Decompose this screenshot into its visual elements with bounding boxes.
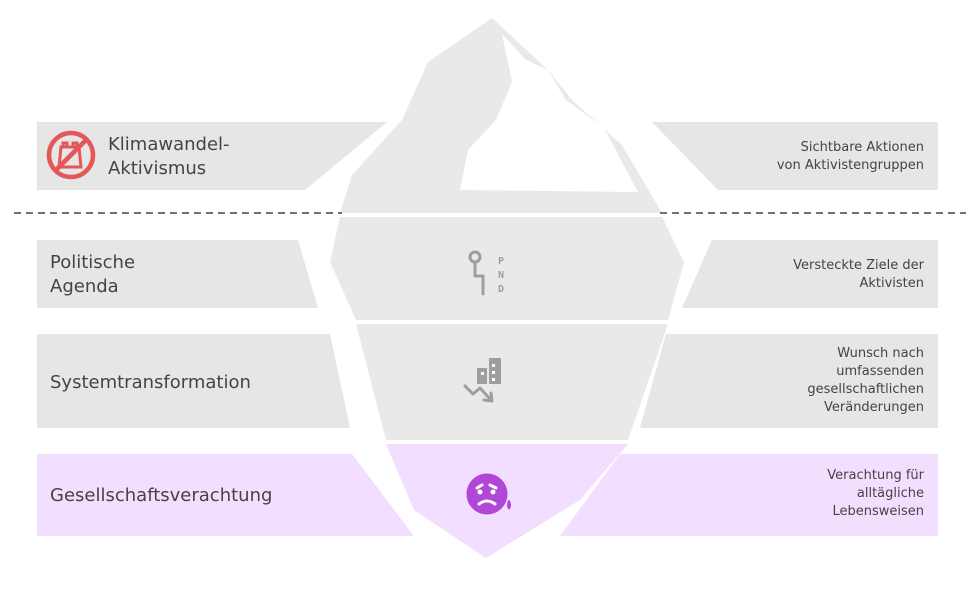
iceberg-system xyxy=(356,324,668,440)
band-left-visible xyxy=(37,122,387,190)
level-2-left-label: Politische Agenda xyxy=(50,252,136,297)
iceberg-tip-snow xyxy=(460,34,638,192)
band-right-system xyxy=(640,334,938,428)
level-1-left-label: Klimawandel- Aktivismus xyxy=(108,134,230,179)
iceberg-contempt xyxy=(386,444,628,558)
declining-buildings-icon xyxy=(463,358,501,403)
band-left-contempt xyxy=(37,454,414,536)
band-right-agenda xyxy=(682,240,938,308)
band-right-visible xyxy=(652,122,938,190)
svg-text:D: D xyxy=(498,284,504,295)
iceberg-agenda xyxy=(330,217,684,320)
level-1-right-label: Sichtbare Aktionen von Aktivistengruppen xyxy=(776,140,924,173)
level-4-left-label: Gesellschaftsverachtung xyxy=(50,485,273,506)
level-3-left-label: Systemtransformation xyxy=(50,372,251,393)
svg-text:N: N xyxy=(498,270,504,281)
band-left-agenda xyxy=(37,240,318,308)
no-plastic-bag-icon xyxy=(46,130,96,180)
gear-shift-pnd-icon: P N D xyxy=(468,250,504,296)
level-3-right-label: Wunsch nach umfassenden gesellschaftlich… xyxy=(807,346,924,415)
level-2-right-label: Versteckte Ziele der Aktivisten xyxy=(793,258,924,291)
band-right-contempt xyxy=(560,454,938,536)
svg-text:P: P xyxy=(498,256,504,267)
contempt-face-icon xyxy=(466,473,511,515)
level-4-right-label: Verachtung für alltägliche Lebensweisen xyxy=(827,468,924,519)
band-left-system xyxy=(37,334,350,428)
